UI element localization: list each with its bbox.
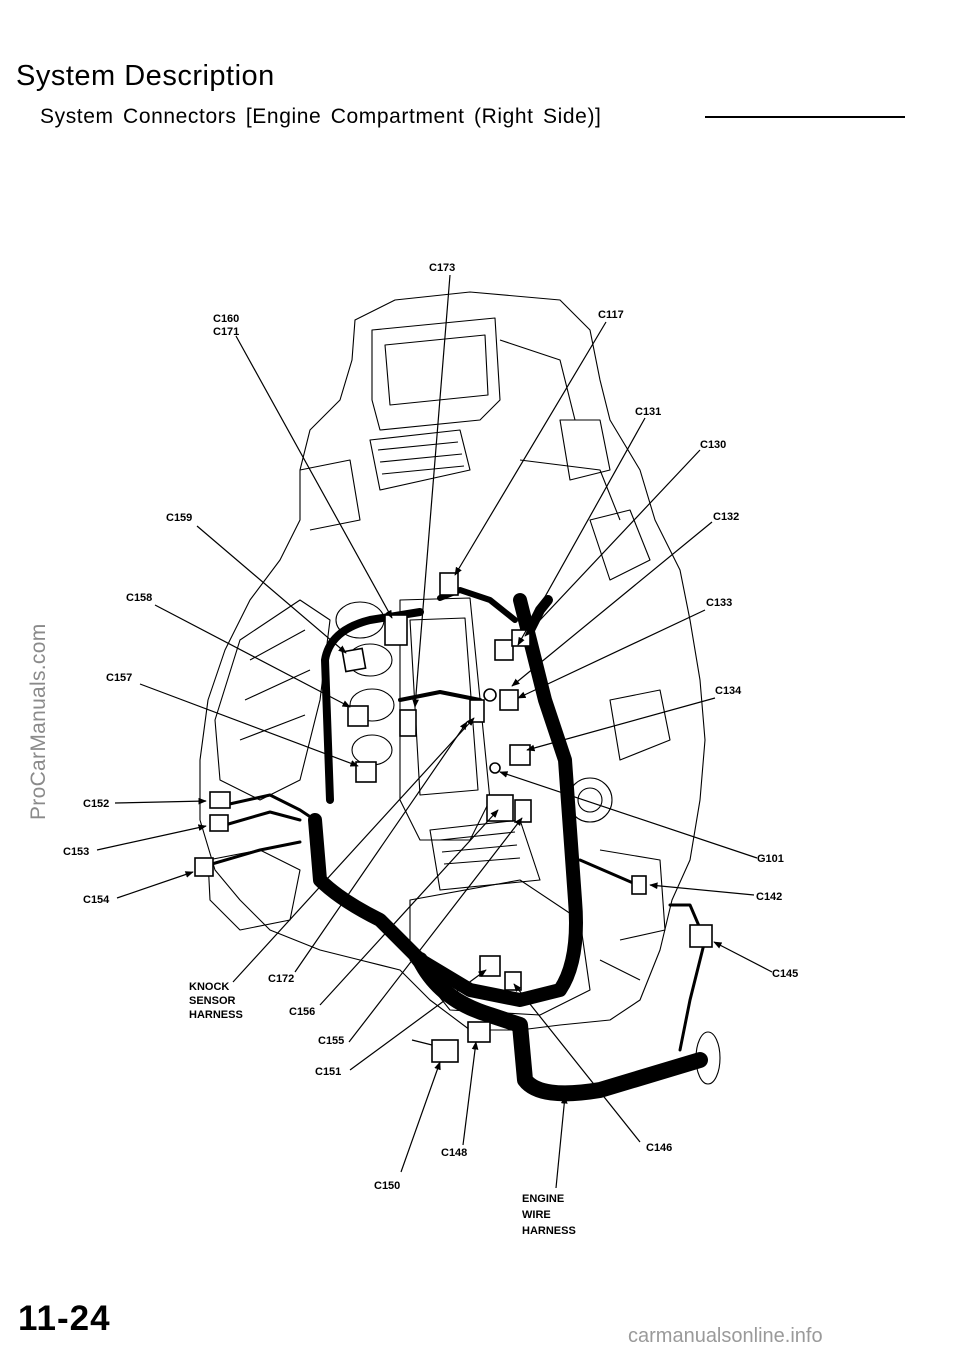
connector-c172 [399,709,417,737]
connector-c148 [467,1021,491,1043]
label-c148: C148 [441,1147,467,1159]
page-title: System Description [16,60,275,92]
connector-c117 [494,639,514,661]
connector-c146 [504,971,522,991]
label-c158: C158 [126,592,152,604]
label-c117: C117 [598,309,624,321]
page-number: 11-24 [18,1299,111,1338]
label-sensor: SENSOR [189,995,236,1007]
label-c130: C130 [700,439,726,451]
connector-c130 [511,629,531,647]
connector-c132 [499,689,519,711]
connector-c155 [514,799,532,823]
connector-c173 [439,572,459,596]
connector-c159 [341,647,367,673]
label-c145: C145 [772,968,798,980]
diagram-labels: C173 C160 C171 C117 C131 C130 C159 C132 … [63,262,798,1237]
label-c157: C157 [106,672,132,684]
watermark-bottom: carmanualsonline.info [628,1325,823,1347]
ground-g101 [489,762,501,774]
page-subtitle: System Connectors [Engine Compartment (R… [40,105,602,128]
label-c133: C133 [706,597,732,609]
label-c153: C153 [63,846,89,858]
label-c151: C151 [315,1066,341,1078]
connector-symbols [194,572,713,1063]
label-c134: C134 [715,685,742,697]
title-rule [705,116,905,118]
label-c173: C173 [429,262,455,274]
connector-c150 [431,1039,459,1063]
label-c146: C146 [646,1142,672,1154]
connector-c131 [483,688,497,702]
connector-c152 [209,791,231,809]
leader-lines [96,274,773,1189]
label-engine-harness: HARNESS [522,1225,576,1237]
label-c150: C150 [374,1180,400,1192]
label-knock: KNOCK [189,981,229,993]
connector-c145 [689,924,713,948]
wire-harnesses [203,587,708,1102]
label-c131: C131 [635,406,661,418]
label-c159: C159 [166,512,192,524]
connector-c157 [355,761,377,783]
label-c172: C172 [268,973,294,985]
label-harness: HARNESS [189,1009,243,1021]
connector-c142 [631,875,647,895]
label-engine: ENGINE [522,1193,564,1205]
label-g101: G101 [757,853,784,865]
connector-c160-c171 [384,614,408,646]
connector-c151 [479,955,501,977]
label-c171: C171 [213,326,239,338]
connector-c134 [509,744,531,766]
label-c156: C156 [289,1006,315,1018]
connector-c158 [347,705,369,727]
label-c155: C155 [318,1035,344,1047]
label-wire: WIRE [522,1209,551,1221]
connector-c154 [194,857,214,877]
label-c152: C152 [83,798,109,810]
label-c132: C132 [713,511,739,523]
label-c154: C154 [83,894,110,906]
label-c142: C142 [756,891,782,903]
watermark-left: ProCarManuals.com [27,623,50,821]
label-c160: C160 [213,313,239,325]
connector-c153 [209,814,229,832]
connector-knock [469,699,485,723]
